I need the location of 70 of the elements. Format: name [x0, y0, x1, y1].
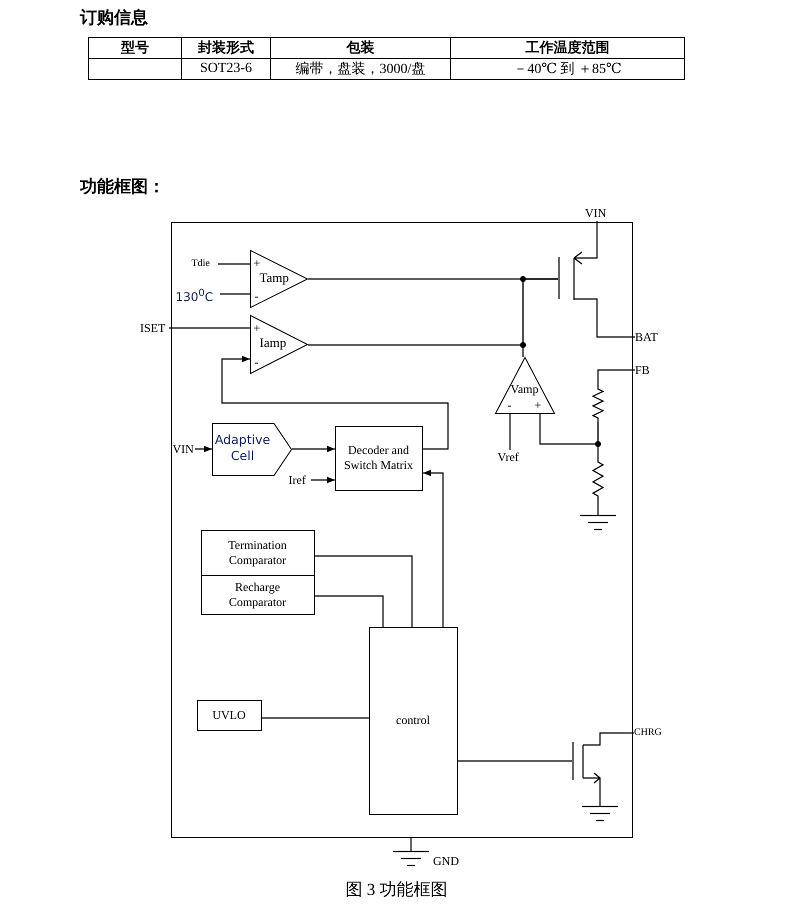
amp-label: Vamp — [510, 382, 540, 394]
op-amp-symbol — [494, 356, 554, 414]
pin-label: VIN — [172, 442, 194, 456]
ground-symbol — [580, 514, 616, 530]
table-cell: SOT23-6 — [182, 59, 270, 79]
ground-symbol — [393, 851, 429, 867]
connector-line — [509, 414, 511, 450]
input-sign: - — [254, 290, 258, 302]
section-heading: 订购信息 — [80, 7, 148, 29]
figure-caption: 图 3 功能框图 — [346, 880, 448, 899]
connector-line — [597, 369, 635, 385]
connector-line — [315, 595, 384, 627]
connector-line — [169, 327, 250, 329]
table-cell: 编带，盘装，3000/盘 — [271, 59, 450, 79]
signal-arrow — [423, 470, 444, 627]
input-sign: - — [254, 356, 258, 368]
chip-outline — [171, 222, 633, 838]
signal-arrow — [221, 356, 449, 450]
connector-line — [522, 278, 558, 357]
pin-label: ISET — [140, 321, 169, 335]
table-cell: －40℃ 到 ＋85℃ — [451, 59, 684, 79]
block-box: control — [368, 626, 458, 814]
connector-line — [596, 221, 598, 252]
op-amp-symbol — [250, 314, 308, 374]
pin-label: VIN — [585, 206, 611, 221]
connector-line — [458, 760, 572, 762]
connector-line — [599, 732, 634, 740]
pin-label: FB — [635, 363, 657, 377]
pin-label: Iref — [288, 472, 310, 486]
block-box: Recharge Comparator — [200, 574, 314, 614]
block-box: Decoder and Switch Matrix — [334, 426, 422, 490]
amp-label: Iamp — [260, 337, 286, 349]
signal-arrow — [292, 446, 335, 452]
connector-line — [262, 717, 369, 719]
connector-line — [410, 838, 412, 851]
connector-line — [599, 785, 601, 806]
section-heading: 功能框图： — [80, 176, 165, 198]
pin-label: Tdie — [192, 256, 218, 270]
op-amp-symbol — [250, 250, 308, 308]
pin-label: BAT — [635, 330, 663, 344]
connector-line — [218, 263, 250, 265]
header-cell: 工作温度范围 — [451, 38, 684, 58]
block-box: Termination Comparator — [200, 530, 314, 576]
connector-line — [597, 500, 599, 515]
signal-arrow — [311, 476, 335, 484]
connector-line — [220, 293, 250, 295]
header-cell: 包装 — [271, 38, 450, 58]
pentagon-block — [212, 422, 292, 476]
input-sign: + — [534, 398, 542, 410]
pin-label: 130$^{0}$C — [176, 286, 220, 302]
block-label: Adaptive Cell — [214, 432, 272, 464]
block-box: UVLO — [196, 700, 262, 730]
input-sign: + — [254, 256, 260, 268]
transistor-symbol — [558, 252, 598, 304]
input-sign: - — [508, 398, 512, 410]
header-cell: 型号 — [89, 38, 181, 58]
transistor-symbol — [572, 740, 604, 784]
resistor-symbol — [592, 458, 604, 500]
pin-label: CHRG — [634, 726, 668, 740]
signal-arrow — [195, 446, 212, 452]
resistor-symbol — [592, 384, 604, 422]
amp-label: Tamp — [260, 272, 289, 284]
connector-line — [539, 414, 599, 445]
connector-line — [315, 555, 413, 627]
pin-label: GND — [433, 854, 459, 868]
ground-symbol — [582, 806, 618, 820]
header-cell: 封装形式 — [182, 38, 270, 58]
connector-line — [596, 304, 635, 338]
input-sign: + — [254, 322, 260, 334]
pin-label: Vref — [498, 450, 524, 464]
